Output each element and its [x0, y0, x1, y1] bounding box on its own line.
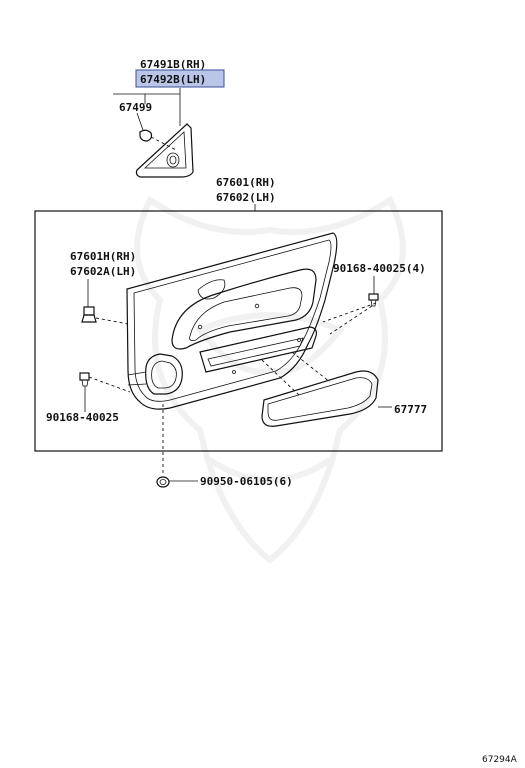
label-clip-top[interactable]: 90168-40025(4)	[333, 262, 426, 275]
door-trim-panel[interactable]	[126, 232, 338, 410]
label-door-panel-rh[interactable]: 67601(RH)	[216, 176, 276, 189]
label-mirror-clip[interactable]: 67499	[119, 101, 152, 114]
diagram-code: 67294A	[482, 755, 518, 765]
door-panel-frame	[34, 210, 443, 452]
selected-part-highlight	[135, 69, 225, 88]
mirror-cover-part[interactable]	[135, 123, 194, 178]
label-trim-board-rh[interactable]: 67601H(RH)	[70, 250, 136, 263]
label-armrest[interactable]: 67777	[394, 403, 427, 416]
label-hole-plug[interactable]: 90950-06105(6)	[200, 475, 293, 488]
label-door-panel-lh[interactable]: 67602(LH)	[216, 191, 276, 204]
mirror-clip-part[interactable]	[136, 112, 177, 151]
label-mirror-cover-lh[interactable]: 67492B(LH)	[140, 73, 206, 86]
label-mirror-cover-rh[interactable]: 67491B(RH)	[140, 58, 206, 71]
hole-plug-part[interactable]	[156, 404, 198, 488]
label-trim-board-lh[interactable]: 67602A(LH)	[70, 265, 136, 278]
clip-top-part[interactable]	[322, 276, 379, 335]
trim-board-clip-part[interactable]	[81, 279, 129, 325]
armrest-part[interactable]	[261, 351, 392, 427]
label-clip-bottom[interactable]: 90168-40025	[46, 411, 119, 424]
clip-bottom-part[interactable]	[79, 372, 131, 412]
watermark-emblem	[134, 195, 406, 564]
